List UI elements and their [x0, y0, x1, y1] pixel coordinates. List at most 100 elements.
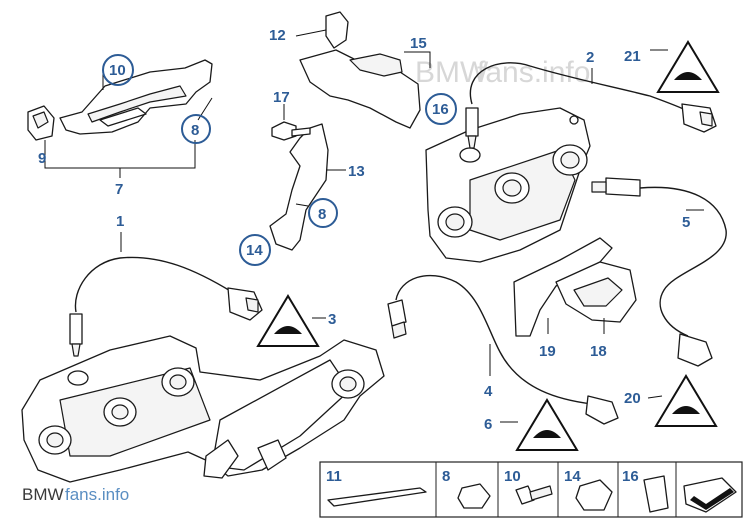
sensor-1-connector-latch	[245, 297, 259, 313]
sensor-16-body	[465, 107, 479, 137]
upper-port-2-inner	[502, 179, 522, 197]
legend-frame	[319, 461, 743, 518]
heat-shield-cutout	[99, 107, 147, 127]
sensor-4-tip	[391, 321, 407, 339]
lower-sensor-boss	[67, 370, 89, 386]
clip-16	[643, 475, 669, 513]
sensor-4-connector	[585, 395, 619, 425]
sensor-4-cable	[395, 274, 593, 405]
sensor-1-tip	[71, 343, 81, 357]
hand-caution-icon	[274, 326, 302, 334]
bracket-19-18-assembly	[513, 237, 637, 337]
leader-20	[647, 395, 663, 399]
warning-triangle-6-outline	[515, 398, 579, 451]
hand-caution-icon	[533, 430, 561, 438]
hand-caution-icon	[674, 72, 702, 80]
legend-label-10: 10	[504, 468, 521, 485]
callout-8b-ring	[308, 198, 338, 228]
callout-labels: 1 2 3 4 5 6 7 8 8 9 10 12 13 14 15 16 17…	[38, 27, 690, 433]
leader-8b	[295, 203, 309, 207]
warning-triangle-20	[654, 374, 718, 427]
callout-14-ring	[239, 234, 271, 266]
clip-14	[575, 479, 613, 511]
leader-8a	[197, 97, 213, 121]
callout-13: 13	[348, 163, 365, 180]
small-parts-legend: 11 8 10 14 16	[319, 461, 743, 518]
callout-16-ring	[425, 93, 457, 125]
sensor-1-cable	[74, 256, 233, 313]
upper-sensor-boss	[459, 147, 481, 163]
downpipe-outlet-inner	[339, 376, 357, 392]
lower-port-2-inner	[111, 404, 129, 420]
warning-triangle-3	[256, 294, 320, 347]
leader-12	[295, 29, 327, 37]
hand-caution-icon	[672, 406, 700, 414]
oxygen-sensor-1	[69, 313, 83, 357]
watermark-bottom: BMW fans.info	[22, 485, 129, 504]
callout-4: 4	[484, 383, 493, 400]
callout-8a-ring	[181, 114, 211, 144]
callout-6: 6	[484, 416, 492, 433]
oxygen-sensor-4	[387, 299, 407, 339]
sensor-16-tip	[467, 135, 477, 149]
lower-mount-foot-2	[257, 439, 287, 471]
bracket-13	[269, 123, 329, 251]
sensor-5-tip	[591, 181, 607, 193]
heat-shield-plate	[59, 59, 213, 135]
callout-8b: 8	[318, 206, 326, 223]
callout-20: 20	[624, 390, 641, 407]
callout-8a: 8	[191, 122, 199, 139]
watermark-top: BMW fans.info	[415, 56, 590, 89]
clip-12	[325, 11, 349, 49]
callout-18: 18	[590, 343, 607, 360]
legend-label-11: 11	[326, 468, 342, 485]
callout-17: 17	[273, 89, 290, 106]
watermark-top-suffix: fans.info	[477, 56, 590, 89]
warning-triangle-3-outline	[256, 294, 320, 347]
gasket-tab-shade	[690, 488, 734, 510]
bracket-13-assembly	[269, 121, 329, 251]
upper-catalytic-converter	[425, 107, 591, 263]
lower-port-3-inner	[46, 432, 64, 448]
lower-catalytic-converter	[21, 335, 385, 483]
upper-port-1-inner	[560, 151, 580, 169]
callout-16: 16	[432, 101, 449, 118]
warning-triangle-21-outline	[656, 40, 720, 93]
screw-10-shaft	[529, 485, 553, 501]
bracket-15-tab	[349, 53, 403, 77]
bolt-17-shaft	[291, 127, 311, 137]
upper-flange-hole	[569, 115, 579, 125]
sensor-2-connector-latch	[699, 111, 713, 127]
group-bracket-7	[44, 140, 196, 169]
callout-9: 9	[38, 150, 46, 167]
legend-label-14: 14	[564, 468, 581, 485]
sensor-1-connector	[227, 287, 263, 321]
legend-label-16: 16	[622, 468, 639, 485]
sensor-2-cable	[469, 62, 691, 113]
cable-tie-11	[327, 487, 427, 507]
callout-14: 14	[246, 242, 263, 259]
oxygen-sensor-5	[591, 177, 641, 197]
callout-5: 5	[682, 214, 690, 231]
callout-21: 21	[624, 48, 641, 65]
callout-15: 15	[410, 35, 427, 52]
lower-mount-foot	[203, 439, 239, 479]
watermark-bottom-suffix: fans.info	[65, 485, 129, 504]
heat-shield-rib	[87, 85, 187, 123]
warning-triangle-20-outline	[654, 374, 718, 427]
sensor-5-connector	[677, 333, 713, 367]
watermark-bottom-brand: BMW	[22, 485, 64, 504]
lower-port-1-inner	[169, 374, 187, 390]
leader-15	[404, 51, 431, 68]
grommet-inner	[32, 111, 49, 129]
callout-19: 19	[539, 343, 556, 360]
sensor-5-body	[605, 177, 641, 197]
bracket-15-assembly	[299, 11, 421, 129]
warning-triangle-6	[515, 398, 579, 451]
watermark-top-brand: BMW	[415, 56, 489, 89]
clip-8	[457, 483, 491, 509]
legend-label-8: 8	[442, 468, 450, 485]
sensor-4-body	[387, 299, 407, 327]
